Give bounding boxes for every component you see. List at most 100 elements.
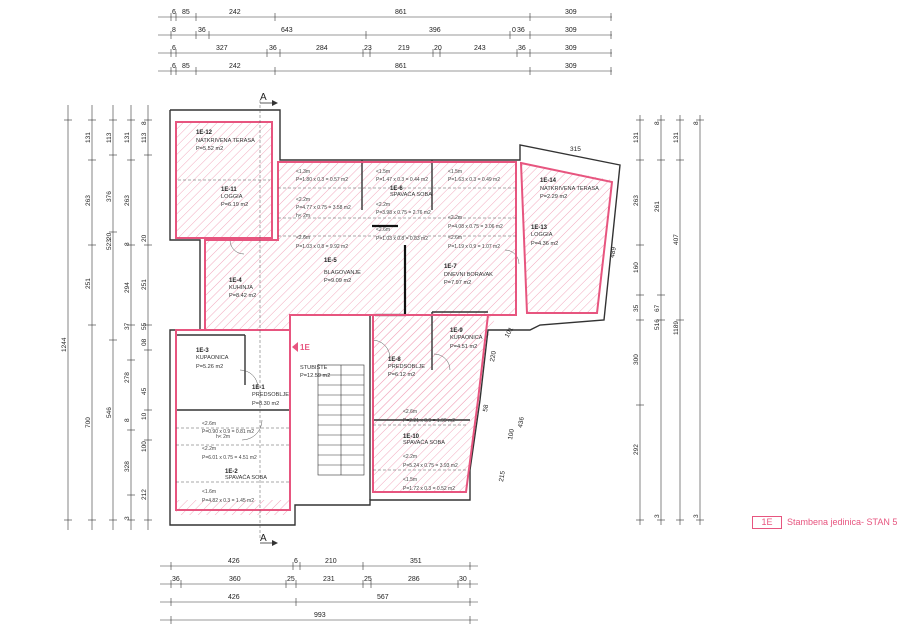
room-label-1e-5: 1E-5 BLAGOVANJE P=9.09 m2: [324, 258, 361, 284]
room-name: DNEVNI BORAVAK: [444, 272, 493, 278]
dim-label: 85: [182, 63, 190, 70]
area-note: <1.5m: [376, 169, 390, 175]
unit-legend: 1E Stambena jedinica- STAN 5: [752, 514, 897, 530]
area-note: <2.2m: [403, 454, 417, 460]
dim-label: 436: [517, 416, 526, 428]
area-note: <1.6m: [202, 489, 216, 495]
dim-label: 8: [124, 418, 131, 422]
area-note: P=1.47 x 0.3 = 0.44 m2: [376, 177, 428, 183]
room-id: 1E-3: [196, 348, 209, 354]
area-note: P=1.03 x 0.8 = 9.92 m2: [296, 244, 348, 250]
room-name: SPAVAĆA SOBA: [403, 439, 445, 446]
dim-label: 309: [565, 9, 577, 16]
dim-label: 6: [172, 45, 176, 52]
dim-label: 131: [633, 132, 640, 143]
dim-label: 309: [565, 45, 577, 52]
room-id: 1E-4: [229, 278, 242, 284]
section-label: A: [260, 533, 267, 544]
dim-label: 210: [325, 558, 337, 565]
area-note: <2.2m: [296, 197, 310, 203]
room-id: 1E-1: [252, 385, 265, 391]
dim-label: 20: [434, 45, 442, 52]
dim-label: 328: [124, 461, 131, 472]
dim-label: 20: [141, 234, 148, 242]
dim-label: 327: [216, 45, 228, 52]
room-area: P=7.97 m2: [444, 280, 471, 286]
room-label-1e-9: 1E-9 KUPAONICA P=4.51 m2: [450, 328, 483, 350]
staircase: [317, 364, 365, 476]
room-name: BLAGOVANJE: [324, 270, 361, 276]
dim-label: 1189: [673, 321, 680, 335]
dim-label: 278: [124, 372, 131, 383]
dim-label: 6: [172, 9, 176, 16]
room-label-1e-4: 1E-4 KUHINJA P=8.42 m2: [229, 278, 256, 299]
area-note: P=5.24 x 0.75 = 3.93 m2: [403, 463, 458, 469]
right-dimension-chains: [636, 115, 704, 525]
top-dimension-ticks: [170, 13, 612, 75]
room-name: PREDSOBLJE: [252, 392, 289, 398]
dim-label: 100: [507, 428, 516, 440]
dim-label: 101: [504, 326, 516, 339]
bottom-dimension-chains: [160, 562, 478, 624]
room-id: 1E-10: [403, 434, 420, 440]
dim-label: 231: [323, 576, 335, 583]
unit-tag: 1E: [300, 343, 310, 352]
area-note: <2.6m: [403, 409, 417, 415]
area-note: P=1.80 x 0.3 = 0.57 m2: [296, 177, 348, 183]
area-note: <2.6m: [296, 235, 310, 241]
room-name: NATKRIVENA TERASA: [540, 186, 599, 192]
area-notes: <1.3m P=1.80 x 0.3 = 0.57 m2 <2.2m P=4.7…: [202, 169, 503, 504]
room-id: 1E-7: [444, 264, 457, 270]
area-note: h< 2m: [296, 213, 310, 219]
bottom-dimension-labels: 426 6 210 351 36 360 25 231 25 286 30 42…: [172, 558, 467, 619]
dim-label: 861: [395, 9, 407, 16]
dim-label: 131: [124, 132, 131, 143]
dim-label: 36: [518, 45, 526, 52]
dim-label: 37: [124, 322, 131, 330]
dim-label: 567: [377, 594, 389, 601]
room-area: P=12.59 m2: [300, 373, 330, 379]
dim-label: 426: [228, 594, 240, 601]
area-note: P=3.98 x 0.75 = 2.76 m2: [376, 210, 431, 216]
left-dimension-chains: [64, 105, 152, 530]
dim-label: 36: [517, 27, 525, 34]
dim-label: 160: [633, 262, 640, 273]
dim-label: 309: [565, 27, 577, 34]
room-name: LOGGIA: [221, 194, 243, 200]
dim-label: 360: [229, 576, 241, 583]
legend-label: Stambena jedinica- STAN 5: [787, 517, 898, 527]
area-note: P=0.90 x 0.9 = 0.81 m2: [202, 429, 254, 435]
dim-label: 489: [609, 246, 618, 258]
dim-label: 67: [654, 304, 661, 312]
dim-label: 286: [408, 576, 420, 583]
dim-label: 6: [294, 558, 298, 565]
dim-label: 0: [512, 27, 516, 34]
room-area: P=8.42 m2: [229, 293, 256, 299]
dim-label: 45: [141, 387, 148, 395]
room-label-1e-11: 1E-11 LOGGIA P=6.19 m2: [221, 187, 248, 208]
room-area: P=2.29 m2: [540, 194, 567, 200]
dim-label: 20: [106, 232, 113, 240]
area-note: P=1.03 x 0.8 = 0.83 m2: [376, 236, 428, 242]
area-note: <2.2m: [376, 202, 390, 208]
dim-label: 35: [633, 304, 640, 312]
dim-label: 6: [172, 63, 176, 70]
dim-label: 1244: [61, 337, 68, 352]
plan-interior-dimensions: 315 489 101 220 58 100 436 215: [482, 146, 618, 482]
dim-label: 8: [172, 27, 176, 34]
area-note: <1.3m: [296, 169, 310, 175]
area-note: P=1.19 x 0.9 = 1.07 m2: [448, 244, 500, 250]
dim-label: 242: [229, 9, 241, 16]
room-name: PREDSOBLJE: [388, 364, 425, 370]
dim-label: 10: [141, 412, 148, 420]
dim-label: 243: [474, 45, 486, 52]
section-label: A: [260, 92, 267, 103]
room-label-1e-1: 1E-1 PREDSOBLJE P=8.30 m2: [252, 385, 289, 407]
dim-label: 113: [106, 132, 113, 143]
area-note: P=4.82 x 0.3 = 1.45 m2: [202, 498, 254, 504]
room-id: 1E-2: [225, 469, 238, 475]
room-area: P=8.30 m2: [252, 401, 279, 407]
room-name: SPAVAĆA SOBA: [225, 474, 267, 481]
unit-hatched-areas: [176, 122, 612, 515]
